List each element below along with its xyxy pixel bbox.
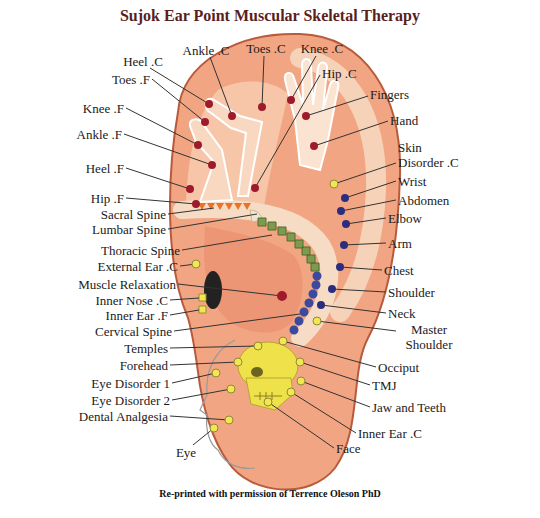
point-label: Inner Ear .C bbox=[358, 426, 422, 441]
point-label: Heel .C bbox=[123, 54, 163, 69]
skull-eye-socket bbox=[251, 367, 263, 377]
point-label: Hip .C bbox=[322, 66, 357, 81]
point-label: Inner Nose .C bbox=[95, 293, 168, 308]
yellow-points bbox=[192, 180, 338, 432]
point-label: Lumbar Spine bbox=[92, 222, 166, 237]
point-label: Knee .F bbox=[83, 101, 124, 116]
point-label: Ankle .C bbox=[183, 43, 230, 58]
point-label: Neck bbox=[388, 306, 415, 321]
point-label: Heel .F bbox=[86, 161, 124, 176]
point-label: Inner Ear .F bbox=[106, 308, 168, 323]
point-label: Forehead bbox=[120, 358, 168, 373]
inner-nose-squares bbox=[199, 294, 206, 313]
foot-f-shape bbox=[190, 119, 232, 202]
navy-points bbox=[317, 194, 350, 309]
point-label: Eye Disorder 2 bbox=[91, 393, 170, 408]
point-label: Wrist bbox=[398, 174, 426, 189]
point-label: Dental Analgesia bbox=[79, 409, 168, 424]
point-label: Master Shoulder bbox=[398, 322, 460, 352]
point-label: External Ear .C bbox=[98, 259, 179, 274]
point-label: Knee .C bbox=[301, 41, 344, 56]
point-label: Skin Disorder .C bbox=[398, 140, 468, 170]
point-label: Cervical Spine bbox=[95, 324, 172, 339]
point-label: Sacral Spine bbox=[101, 207, 166, 222]
thoracic-squares bbox=[258, 218, 319, 271]
point-label: TMJ bbox=[372, 378, 397, 393]
point-label: Abdomen bbox=[398, 193, 449, 208]
point-label: Arm bbox=[388, 236, 412, 251]
ear-outline bbox=[170, 34, 400, 490]
point-label: Occiput bbox=[378, 360, 419, 375]
point-label: Ankle .F bbox=[77, 127, 123, 142]
point-label: Temples bbox=[124, 341, 168, 356]
point-label: Toes .C bbox=[246, 41, 286, 56]
point-label: Hand bbox=[390, 113, 418, 128]
red-points bbox=[186, 96, 318, 301]
point-label: Face bbox=[336, 441, 361, 456]
caption: Re-printed with permission of Terrence O… bbox=[0, 487, 540, 501]
point-label: Thoracic Spine bbox=[101, 243, 180, 258]
ear-canal bbox=[204, 271, 222, 309]
concha-area bbox=[204, 226, 303, 333]
point-label: Elbow bbox=[388, 211, 422, 226]
point-label: Chest bbox=[384, 263, 414, 278]
point-label: Eye bbox=[176, 445, 196, 460]
point-label: Jaw and Teeth bbox=[372, 400, 446, 415]
point-label: Eye Disorder 1 bbox=[91, 376, 170, 391]
point-label: Fingers bbox=[370, 87, 409, 102]
point-label: Muscle Relaxation bbox=[78, 277, 176, 292]
point-label: Shoulder bbox=[388, 285, 435, 300]
diagram-title: Sujok Ear Point Muscular Skeletal Therap… bbox=[0, 6, 540, 26]
antihelix-band bbox=[182, 209, 329, 338]
point-label: Hip .F bbox=[91, 191, 124, 206]
point-label: Toes .F bbox=[112, 72, 150, 87]
